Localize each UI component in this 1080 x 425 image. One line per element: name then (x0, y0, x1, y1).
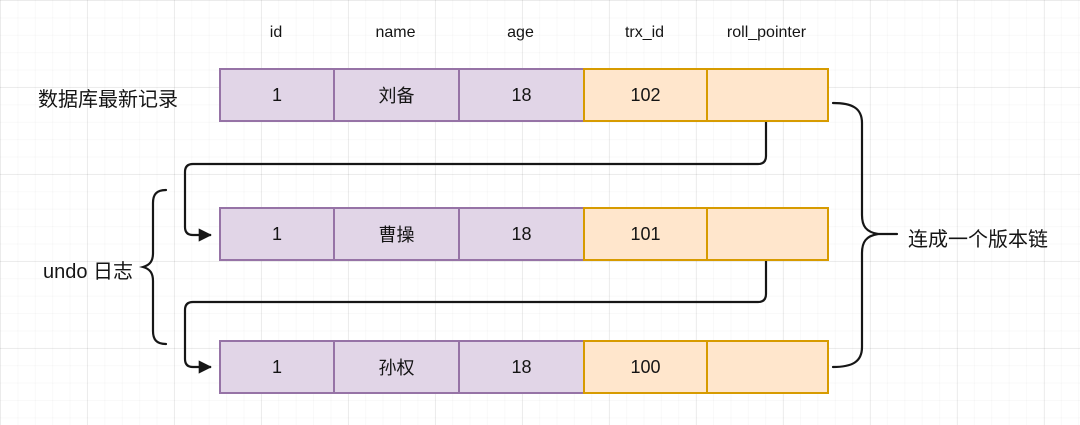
cell-name: 孙权 (333, 340, 460, 394)
cell-id: 1 (219, 207, 335, 261)
column-header-id: id (269, 24, 283, 41)
column-header-trx-id: trx_id (624, 24, 665, 41)
cell-age: 18 (458, 207, 585, 261)
cell-age: 18 (458, 68, 585, 122)
cell-trx-id: 101 (583, 207, 708, 261)
cell-trx-id: 102 (583, 68, 708, 122)
column-header-roll-pointer: roll_pointer (726, 24, 807, 41)
cell-roll-pointer (706, 340, 829, 394)
version-chain-label: 连成一个版本链 (908, 229, 1048, 251)
undo-log-brace (139, 188, 168, 346)
undo-log-label: undo 日志 (42, 261, 134, 283)
cell-name: 曹操 (333, 207, 460, 261)
cell-trx-id: 100 (583, 340, 708, 394)
cell-id: 1 (219, 340, 335, 394)
cell-id: 1 (219, 68, 335, 122)
latest-record-label: 数据库最新记录 (38, 89, 178, 111)
cell-age: 18 (458, 340, 585, 394)
record-row-latest: 1 刘备 18 102 (219, 68, 829, 122)
record-row-undo-1: 1 曹操 18 101 (219, 207, 829, 261)
cell-roll-pointer (706, 207, 829, 261)
version-chain-brace (831, 101, 879, 369)
column-header-name: name (375, 24, 416, 41)
cell-roll-pointer (706, 68, 829, 122)
record-row-undo-2: 1 孙权 18 100 (219, 340, 829, 394)
cell-name: 刘备 (333, 68, 460, 122)
column-header-age: age (507, 24, 534, 41)
